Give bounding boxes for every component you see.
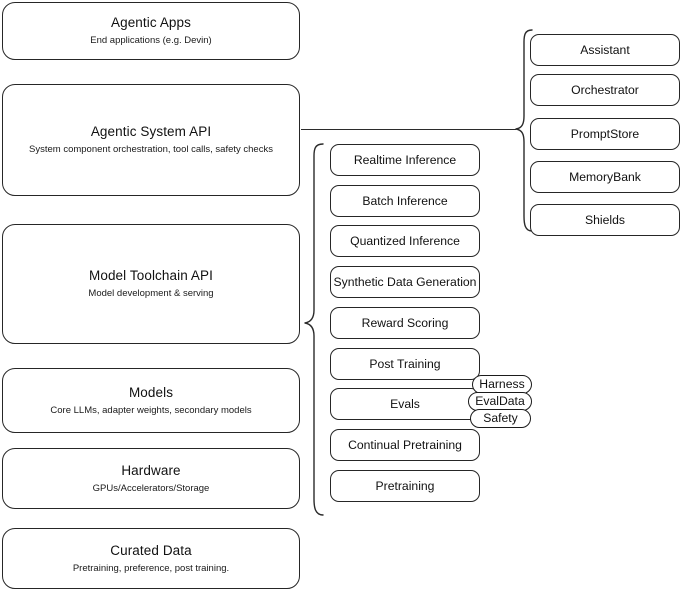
capsule-post-training[interactable]: Post Training (330, 348, 480, 380)
pill-label: EvalData (475, 394, 525, 408)
layer-agentic-system-api[interactable]: Agentic System API System component orch… (2, 84, 300, 196)
capsule-quantized-inference[interactable]: Quantized Inference (330, 225, 480, 257)
capsule-label: Batch Inference (362, 194, 448, 208)
capsule-label: Evals (390, 397, 420, 411)
layer-agentic-apps[interactable]: Agentic Apps End applications (e.g. Devi… (2, 2, 300, 60)
capsule-shields[interactable]: Shields (530, 204, 680, 236)
layer-curated-data[interactable]: Curated Data Pretraining, preference, po… (2, 528, 300, 589)
capsule-pretraining[interactable]: Pretraining (330, 470, 480, 502)
capsule-label: Synthetic Data Generation (333, 275, 477, 289)
layer-subtitle: Model development & serving (88, 288, 214, 299)
capsule-realtime-inference[interactable]: Realtime Inference (330, 144, 480, 176)
capsule-label: Assistant (580, 43, 630, 57)
pill-label: Harness (479, 377, 525, 391)
capsule-promptstore[interactable]: PromptStore (530, 118, 680, 150)
capsule-reward-scoring[interactable]: Reward Scoring (330, 307, 480, 339)
layer-title: Agentic System API (90, 124, 212, 139)
capsule-label: Reward Scoring (361, 316, 449, 330)
capsule-label: Orchestrator (571, 83, 639, 97)
layer-subtitle: GPUs/Accelerators/Storage (92, 482, 210, 494)
pill-evaldata[interactable]: EvalData (468, 392, 532, 411)
capsule-label: Shields (585, 213, 625, 227)
layer-title: Hardware (121, 462, 181, 478)
capsule-label: Post Training (369, 357, 441, 371)
capsule-assistant[interactable]: Assistant (530, 34, 680, 66)
capsule-batch-inference[interactable]: Batch Inference (330, 185, 480, 217)
capsule-label: Realtime Inference (353, 153, 457, 167)
capsule-memorybank[interactable]: MemoryBank (530, 161, 680, 193)
layer-title: Agentic Apps (110, 15, 191, 30)
capsule-orchestrator[interactable]: Orchestrator (530, 74, 680, 106)
layer-subtitle: Core LLMs, adapter weights, secondary mo… (50, 404, 252, 416)
layer-subtitle: End applications (e.g. Devin) (90, 35, 212, 46)
layer-models[interactable]: Models Core LLMs, adapter weights, secon… (2, 368, 300, 433)
capsule-evals[interactable]: Evals (330, 388, 480, 420)
capsule-label: PromptStore (570, 127, 640, 141)
capsule-label: Pretraining (375, 479, 435, 493)
layer-subtitle: System component orchestration, tool cal… (29, 144, 273, 155)
pill-safety[interactable]: Safety (470, 409, 531, 428)
connector-agentic-system-to-components (301, 129, 516, 131)
capsule-label: MemoryBank (569, 170, 641, 184)
layer-subtitle: Pretraining, preference, post training. (72, 562, 230, 574)
pill-label: Safety (483, 411, 518, 425)
layer-model-toolchain-api[interactable]: Model Toolchain API Model development & … (2, 224, 300, 344)
capsule-continual-pretraining[interactable]: Continual Pretraining (330, 429, 480, 461)
capsule-label: Continual Pretraining (348, 438, 462, 452)
layer-title: Models (128, 384, 174, 400)
capsule-synthetic-data-generation[interactable]: Synthetic Data Generation (330, 266, 480, 298)
layer-hardware[interactable]: Hardware GPUs/Accelerators/Storage (2, 448, 300, 509)
layer-title: Model Toolchain API (89, 268, 213, 283)
capsule-label: Quantized Inference (350, 234, 460, 248)
layer-title: Curated Data (110, 542, 192, 558)
brace-toolchain (303, 142, 325, 517)
